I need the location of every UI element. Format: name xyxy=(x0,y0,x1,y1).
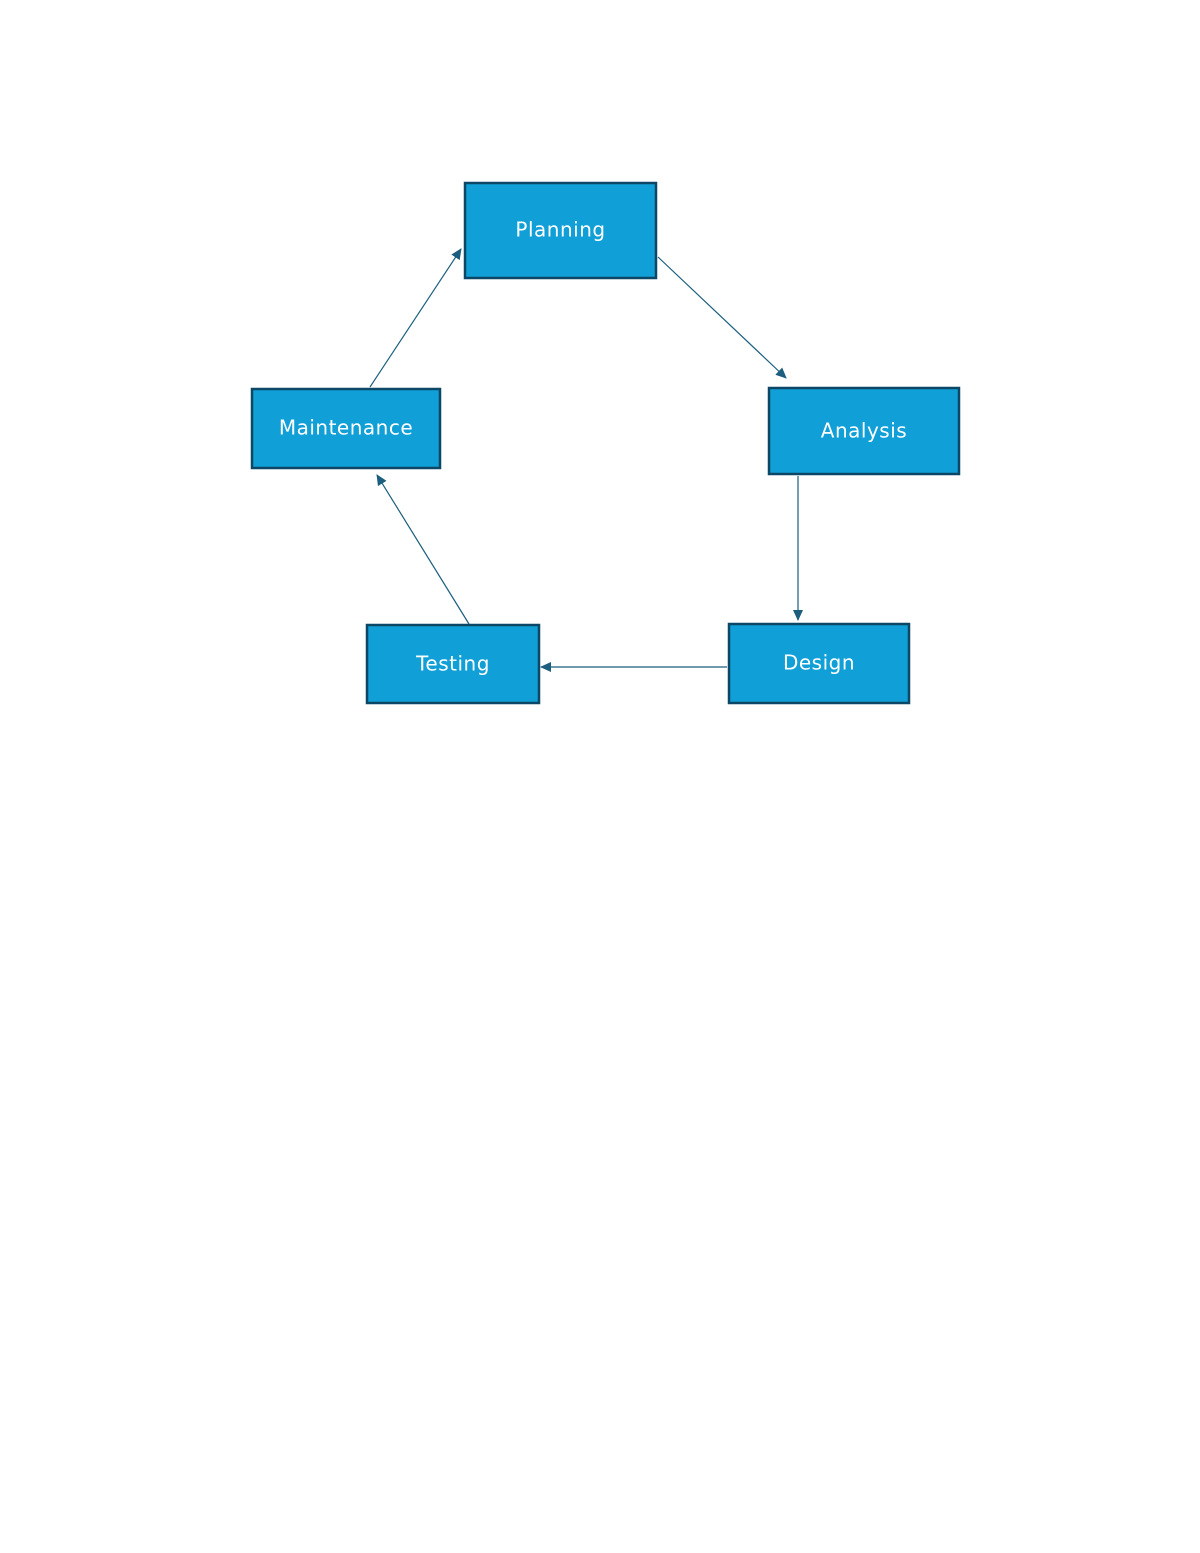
node-analysis-box xyxy=(767,386,961,476)
node-design: Design xyxy=(727,622,911,705)
node-analysis-label: Analysis xyxy=(821,419,907,443)
node-testing-label: Testing xyxy=(415,652,490,676)
node-maintenance: Maintenance xyxy=(250,387,442,470)
node-planning: Planning xyxy=(463,181,658,280)
connector-testing-to-maintenance xyxy=(376,474,470,625)
node-maintenance-box xyxy=(250,387,442,470)
node-design-label: Design xyxy=(783,651,855,675)
node-analysis: Analysis xyxy=(767,386,961,476)
node-testing-box xyxy=(365,623,541,705)
node-testing: Testing xyxy=(365,623,541,705)
connector-maintenance-to-planning xyxy=(369,248,462,388)
node-planning-box xyxy=(463,181,658,280)
node-maintenance-label: Maintenance xyxy=(279,416,413,440)
node-design-box xyxy=(727,622,911,705)
connector-planning-to-analysis xyxy=(657,256,787,379)
node-planning-label: Planning xyxy=(515,218,605,242)
